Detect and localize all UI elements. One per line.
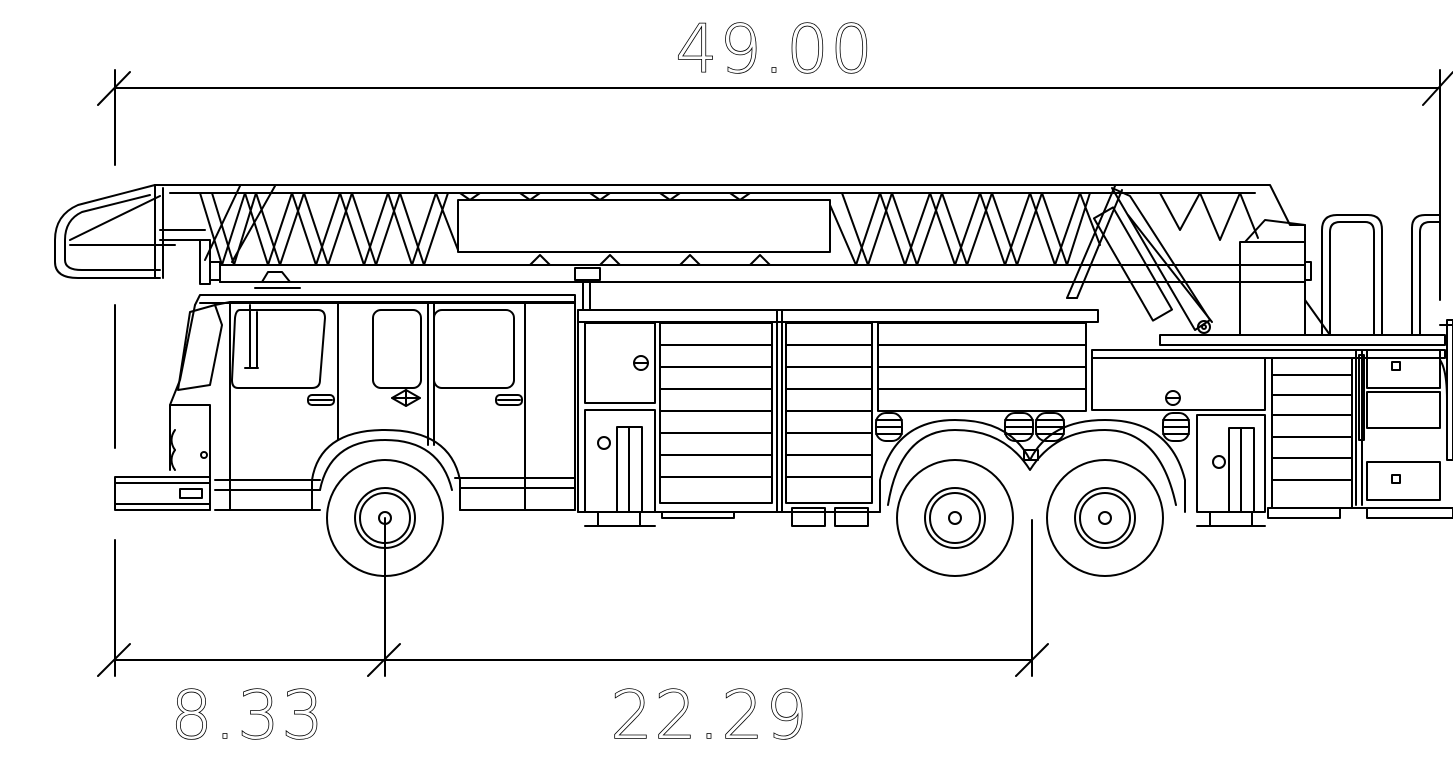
dimension-wheelbase: 22.29 [367,519,1049,755]
dimension-overall-length: 49.00 [97,10,1453,301]
turntable [1159,214,1446,346]
ladder-sign-panel [457,199,831,253]
front-overhang-label: 8.33 [171,677,326,754]
apparatus-body [577,309,1453,519]
cab-body-divider [574,267,601,311]
rear-wheel-rear-axle [1046,459,1164,577]
dimension-front-overhang: 8.33 [97,539,386,755]
warning-light [261,271,291,283]
wheelbase-label: 22.29 [611,677,810,754]
front-bumper [114,476,211,511]
cab [114,271,576,511]
rear-wheel-front-axle [896,459,1014,577]
overall-length-label: 49.00 [676,11,875,88]
chassis-details [584,507,1266,527]
